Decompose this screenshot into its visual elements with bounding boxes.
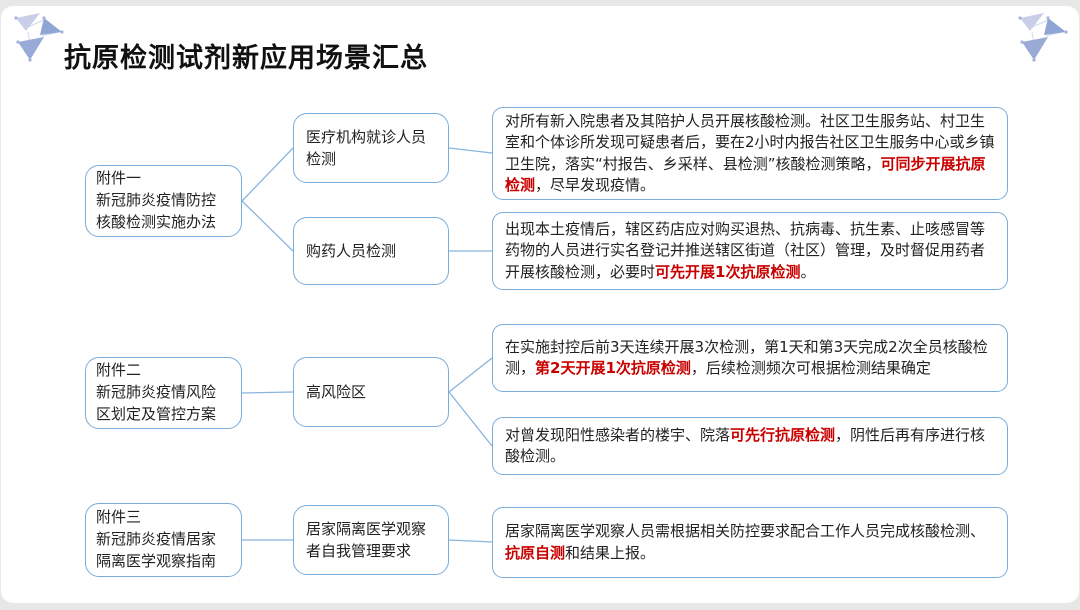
triangle-cluster-icon [14,13,64,62]
scenario-pharmacy-label: 购药人员检测 [306,241,397,260]
detail-text-5: 居家隔离医学观察人员需根据相关防控要求配合工作人员完成核酸检测、抗原自测和结果上… [505,522,986,562]
detail-text-2: 出现本土疫情后，辖区药店应对购买退热、抗病毒、抗生素、止咳感冒等药物的人员进行实… [505,219,986,281]
detail-box-5: 居家隔离医学观察人员需根据相关防控要求配合工作人员完成核酸检测、抗原自测和结果上… [492,507,1008,578]
detail-box-1: 对所有新入院患者及其陪护人员开展核酸检测。社区卫生服务站、村卫生室和个体诊所发现… [492,107,1008,200]
attachment-2-box: 附件二 新冠肺炎疫情风险 区划定及管控方案 [85,357,242,429]
scenario-home-quarantine-label: 居家隔离医学观察者自我管理要求 [306,519,427,561]
scenario-home-quarantine-box: 居家隔离医学观察者自我管理要求 [293,505,449,575]
detail-box-2: 出现本土疫情后，辖区药店应对购买退热、抗病毒、抗生素、止咳感冒等药物的人员进行实… [492,212,1008,290]
detail-text-3: 在实施封控后前3天连续开展3次检测，第1天和第3天完成2次全员核酸检测，第2天开… [505,337,988,378]
page-title: 抗原检测试剂新应用场景汇总 [64,43,428,74]
attachment-1-box: 附件一 新冠肺炎疫情防控 核酸检测实施办法 [85,165,242,237]
detail-text-4: 对曾发现阳性感染者的楼宇、院落可先行抗原检测，阴性后再有序进行核酸检测。 [505,425,986,466]
detail-box-4: 对曾发现阳性感染者的楼宇、院落可先行抗原检测，阴性后再有序进行核酸检测。 [492,417,1008,475]
scenario-medical-box: 医疗机构就诊人员检测 [293,113,449,183]
detail-text-1: 对所有新入院患者及其陪护人员开展核酸检测。社区卫生服务站、村卫生室和个体诊所发现… [505,111,995,195]
triangle-cluster-icon [1018,13,1068,62]
attachment-1-label: 附件一 新冠肺炎疫情防控 核酸检测实施办法 [96,169,217,231]
scenario-high-risk-box: 高风险区 [293,357,449,427]
detail-box-3: 在实施封控后前3天连续开展3次检测，第1天和第3天完成2次全员核酸检测，第2天开… [492,324,1008,392]
attachment-3-box: 附件三 新冠肺炎疫情居家 隔离医学观察指南 [85,503,242,577]
attachment-2-label: 附件二 新冠肺炎疫情风险 区划定及管控方案 [96,361,217,423]
scenario-medical-label: 医疗机构就诊人员检测 [306,127,427,169]
scenario-high-risk-label: 高风险区 [306,382,367,401]
scenario-pharmacy-box: 购药人员检测 [293,217,449,285]
attachment-3-label: 附件三 新冠肺炎疫情居家 隔离医学观察指南 [96,508,217,570]
